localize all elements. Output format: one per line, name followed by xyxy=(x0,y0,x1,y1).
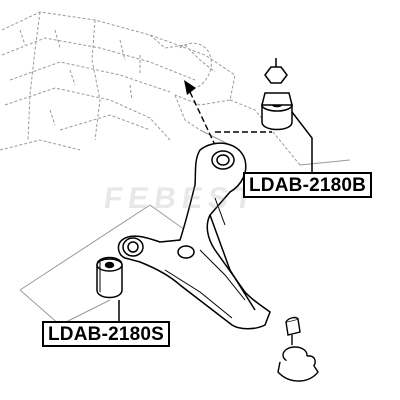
bushing-s-part xyxy=(96,256,123,299)
bushing-b-part xyxy=(261,58,293,131)
subframe-structure xyxy=(0,11,301,166)
reference-frame-lines xyxy=(19,129,351,326)
part-label-ldab-2180b: LDAB-2180B xyxy=(243,172,373,198)
ball-joint xyxy=(277,316,319,382)
part-label-ldab-2180s: LDAB-2180S xyxy=(42,321,171,347)
leader-dashed-b xyxy=(189,91,272,146)
arrow-head xyxy=(184,80,196,95)
leader-b xyxy=(291,111,313,175)
control-arm xyxy=(117,142,271,330)
